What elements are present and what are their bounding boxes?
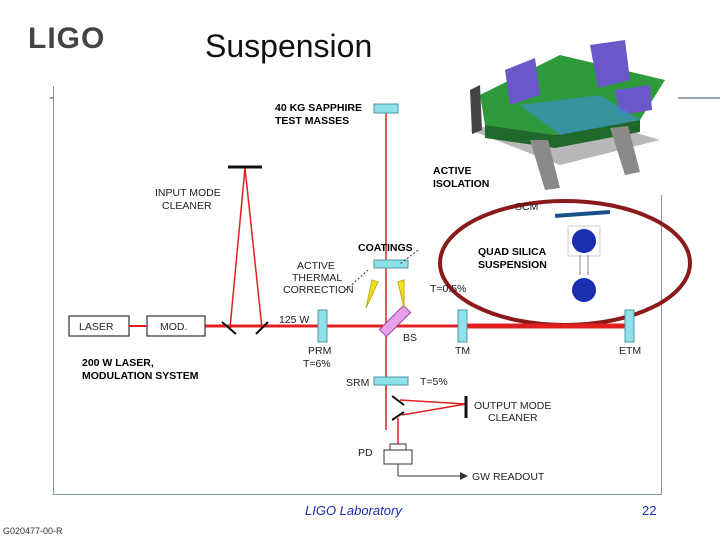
label-prm: PRM [308,345,331,357]
label-pd: PD [358,447,373,459]
label-srm-t: T=5% [420,376,448,388]
label-tm: TM [455,345,470,357]
ligo-logo: LIGO [28,22,106,55]
label-active-isolation-1: ACTIVE [433,165,472,177]
label-thermal-1: ACTIVE [297,260,335,272]
label-laser-system-1: 200 W LASER, [82,357,154,369]
slide-title: Suspension [205,28,373,64]
thermal-arrow-left [365,279,379,309]
label-bs: BS [403,332,417,344]
label-quad-silica-2: SUSPENSION [478,259,547,271]
document-id: G020477-00-R [3,526,63,536]
label-imc-2: CLEANER [162,200,212,212]
label-gw-readout: GW READOUT [472,471,545,483]
omc-mirror-lower [391,411,405,421]
input-test-mass-vertical [373,259,409,269]
label-srm: SRM [346,377,369,389]
omc-mirror-upper [391,395,405,406]
srm-optic [373,376,409,386]
label-coatings: COATINGS [358,242,413,254]
label-test-masses-2: TEST MASSES [275,115,349,127]
etm-optic [624,309,635,343]
label-omc-2: CLEANER [488,412,538,424]
page-number: 22 [642,503,657,518]
label-laser: LASER [79,321,114,333]
beam-splitter [378,304,412,338]
prm-optic [317,309,328,343]
quad-suspension-icon [554,210,611,302]
label-tm-transmission: T=0.5% [430,283,466,295]
label-omc-1: OUTPUT MODE [474,400,551,412]
label-imc-1: INPUT MODE [155,187,221,199]
footer-lab-name: LIGO Laboratory [305,503,402,518]
thermal-arrow-right [397,279,405,309]
thermal-pointer [345,269,369,291]
imc-mirror-left [221,321,237,335]
label-test-masses-1: 40 KG SAPPHIRE [275,102,362,114]
label-active-isolation-2: ISOLATION [433,178,489,190]
imc-mirror-right [255,321,269,335]
label-scm: SCM [515,201,538,213]
label-thermal-2: THERMAL [292,272,342,284]
label-prm-t: T=6% [303,358,331,370]
label-quad-silica-1: QUAD SILICA [478,246,547,258]
test-mass-top [373,103,399,114]
photodetector [383,449,413,465]
label-etm: ETM [619,345,641,357]
label-mod: MOD. [160,321,187,333]
label-laser-system-2: MODULATION SYSTEM [82,370,199,382]
isolation-platform-render [463,20,678,195]
input-test-mass [457,309,468,343]
label-power: 125 W [279,314,309,326]
label-thermal-3: CORRECTION [283,284,354,296]
